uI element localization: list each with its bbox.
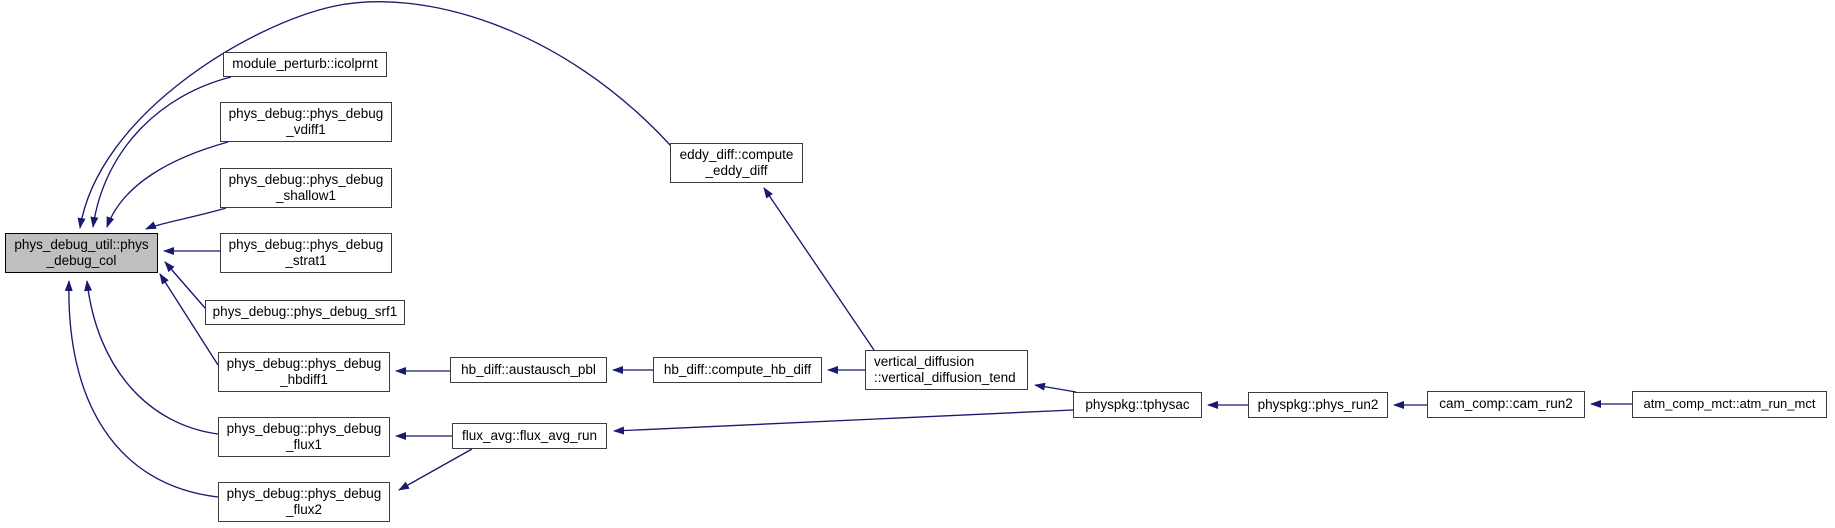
edge-hbdiff1-to-phys_debug_col	[159, 273, 219, 366]
node-phys-debug-vdiff1[interactable]: phys_debug::phys_debug _vdiff1	[220, 102, 392, 142]
node-label-line: module_perturb::icolprnt	[232, 56, 378, 72]
node-label-line: _strat1	[285, 253, 327, 268]
node-label-line: flux_avg::flux_avg_run	[461, 427, 598, 443]
node-cam-run2[interactable]: cam_comp::cam_run2	[1427, 391, 1585, 418]
edge-flux1-to-phys_debug_col	[84, 280, 219, 435]
node-phys-debug-shallow1[interactable]: phys_debug::phys_debug _shallow1	[220, 168, 392, 208]
node-phys-debug-flux1[interactable]: phys_debug::phys_debug _flux1	[218, 417, 390, 457]
node-label-line: eddy_diff::compute	[679, 146, 794, 162]
node-atm-run-mct[interactable]: atm_comp_mct::atm_run_mct	[1632, 391, 1827, 418]
node-label-line: ::vertical_diffusion_tend	[874, 370, 1016, 385]
edge-srf1-to-phys_debug_col	[164, 261, 206, 309]
node-label-line: _flux1	[285, 437, 323, 452]
node-label-line: phys_debug::phys_debug	[226, 485, 382, 501]
node-flux-avg-run[interactable]: flux_avg::flux_avg_run	[452, 423, 607, 449]
node-label-line: _debug_col	[46, 253, 117, 268]
node-label-line: _vdiff1	[286, 122, 326, 137]
node-label-line: cam_comp::cam_run2	[1439, 396, 1573, 412]
node-phys-run2[interactable]: physpkg::phys_run2	[1248, 392, 1388, 418]
edge-shallow1-to-phys_debug_col	[145, 207, 227, 230]
node-austausch-pbl[interactable]: hb_diff::austausch_pbl	[450, 357, 607, 383]
node-icolprnt[interactable]: module_perturb::icolprnt	[223, 52, 387, 77]
node-tphysac[interactable]: physpkg::tphysac	[1073, 392, 1202, 418]
node-label-line: physpkg::phys_run2	[1257, 396, 1379, 412]
node-label-line: hb_diff::compute_hb_diff	[663, 361, 812, 377]
edge-flux2-to-phys_debug_col	[64, 280, 219, 498]
node-label-line: phys_debug::phys_debug	[226, 420, 382, 436]
node-label-line: atm_comp_mct::atm_run_mct	[1643, 396, 1816, 412]
node-label-line: physpkg::tphysac	[1085, 396, 1190, 412]
node-phys-debug-flux2[interactable]: phys_debug::phys_debug _flux2	[218, 482, 390, 522]
edge-tphysac-to-vertical_diffusion_tend	[1034, 382, 1077, 393]
edge-tphysac-to-flux_avg_run	[613, 409, 1074, 435]
node-phys-debug-srf1[interactable]: phys_debug::phys_debug_srf1	[205, 300, 405, 325]
node-phys-debug-strat1[interactable]: phys_debug::phys_debug _strat1	[220, 233, 392, 273]
node-label-line: phys_debug::phys_debug	[228, 236, 384, 252]
node-phys-debug-col: phys_debug_util::phys _debug_col	[5, 233, 158, 273]
node-label-line: hb_diff::austausch_pbl	[461, 361, 596, 377]
edge-compute_eddy_diff-to-phys_debug_col	[77, 1, 672, 229]
node-compute-hb-diff[interactable]: hb_diff::compute_hb_diff	[653, 357, 822, 383]
edge-vdiff1-to-phys_debug_col	[106, 141, 229, 228]
edge-icolprnt-to-phys_debug_col	[90, 76, 232, 228]
node-label-line: _flux2	[285, 502, 323, 517]
node-label-line: vertical_diffusion	[874, 353, 975, 369]
node-label-line: phys_debug::phys_debug	[228, 171, 384, 187]
node-vertical-diffusion-tend[interactable]: vertical_diffusion ::vertical_diffusion_…	[865, 350, 1028, 390]
node-label-line: phys_debug_util::phys	[14, 236, 149, 252]
node-label-line: phys_debug::phys_debug	[226, 355, 382, 371]
node-compute-eddy-diff[interactable]: eddy_diff::compute _eddy_diff	[670, 143, 803, 183]
node-label-line: _shallow1	[275, 188, 337, 203]
node-label-line: phys_debug::phys_debug	[228, 105, 384, 121]
node-phys-debug-hbdiff1[interactable]: phys_debug::phys_debug _hbdiff1	[218, 352, 390, 392]
node-label-line: _eddy_diff	[705, 163, 768, 178]
edge-vertical_diffusion_tend-to-compute_eddy_diff	[763, 187, 875, 351]
edge-flux_avg_run-to-flux2	[398, 448, 473, 491]
node-label-line: _hbdiff1	[280, 372, 328, 387]
node-label-line: phys_debug::phys_debug_srf1	[212, 304, 398, 320]
